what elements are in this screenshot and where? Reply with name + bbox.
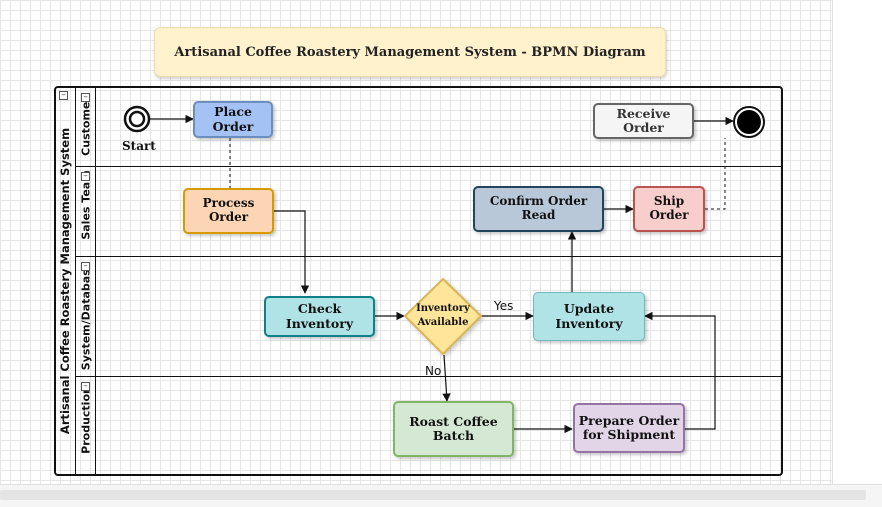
start-event-label: Start [122, 139, 156, 153]
gateway-label-line2: Available [417, 317, 469, 328]
task-place-order[interactable]: Place Order [193, 101, 273, 138]
pool-header [54, 86, 76, 476]
lane-collapse-button-customer[interactable]: − [81, 93, 90, 102]
lane-header-column [76, 87, 96, 475]
lane-divider-2 [76, 256, 783, 257]
task-prepare-order-line2: for Shipment [582, 427, 676, 442]
flow-label-no: No [425, 364, 442, 378]
lane-divider-3 [76, 376, 783, 377]
diagram-title[interactable]: Artisanal Coffee Roastery Management Sys… [154, 27, 666, 77]
task-process-order[interactable]: Process Order [183, 188, 274, 234]
task-receive-order[interactable]: Receive Order [593, 103, 694, 139]
diagram-canvas [0, 0, 832, 484]
task-ship-order[interactable]: Ship Order [633, 186, 705, 232]
flow-prepare-to-update[interactable] [644, 311, 716, 430]
task-roast-coffee-batch[interactable]: Roast Coffee Batch [393, 401, 514, 457]
lane-collapse-button-sales-team[interactable]: − [81, 172, 90, 181]
flow-ship-to-end[interactable] [705, 138, 726, 210]
gateway-label: Inventory Available [408, 302, 478, 330]
task-check-inventory[interactable]: Check Inventory [264, 296, 375, 337]
pool[interactable] [54, 86, 783, 476]
flow-gateway-no[interactable] [442, 354, 451, 402]
flow-label-yes: Yes [494, 299, 514, 313]
horizontal-scrollbar-thumb[interactable] [0, 490, 866, 500]
flow-process-to-check[interactable] [274, 210, 310, 294]
lane-collapse-button-system-database[interactable]: − [81, 262, 90, 271]
lane-divider-1 [76, 166, 783, 167]
gateway-diamond[interactable] [403, 277, 483, 356]
gateway-label-line1: Inventory [416, 303, 470, 314]
start-event-inner [128, 110, 146, 128]
task-confirm-order[interactable]: Confirm Order Read [473, 186, 604, 232]
task-prepare-order-shipment[interactable]: Prepare Order for Shipment [573, 403, 685, 453]
pool-collapse-button[interactable]: − [59, 91, 68, 100]
lane-collapse-button-production[interactable]: − [81, 382, 90, 391]
task-prepare-order-line1: Prepare Order [578, 412, 680, 428]
canvas-margin [832, 0, 882, 484]
end-event-inner [737, 110, 761, 134]
task-update-inventory[interactable]: Update Inventory [533, 292, 645, 341]
